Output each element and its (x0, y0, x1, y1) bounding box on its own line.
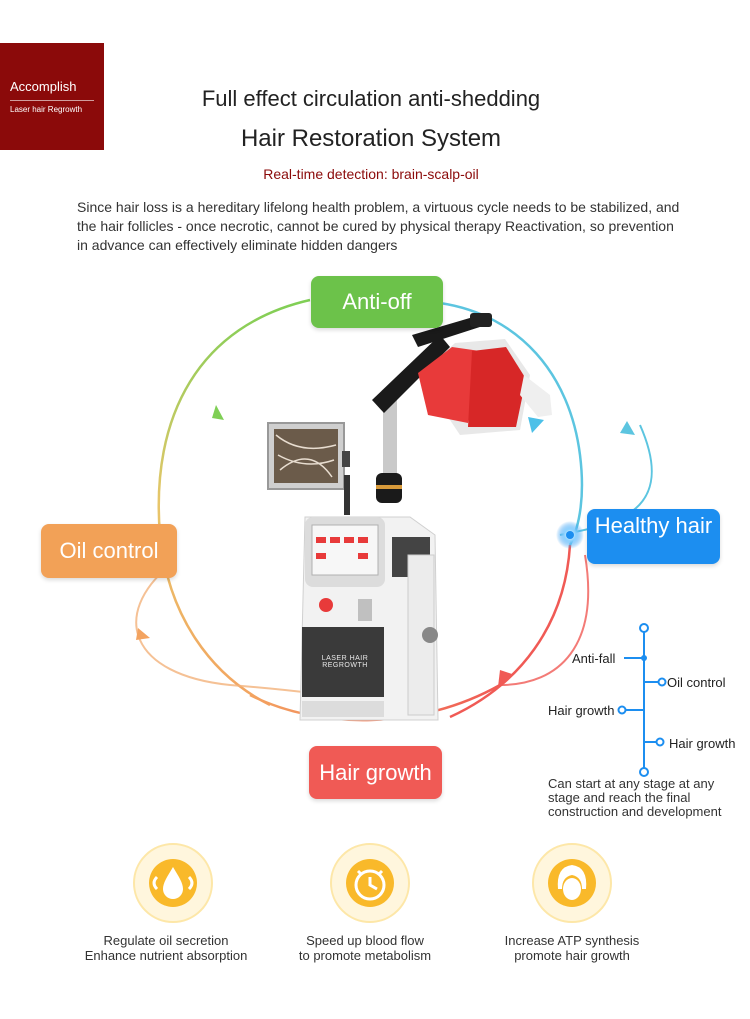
device-arm-upper (412, 315, 486, 347)
timeline-axis (617, 623, 667, 777)
timeline-item-4: Hair growth (669, 736, 736, 751)
brand-badge: Accomplish Laser hair Regrowth (0, 43, 104, 150)
arrow-left-icon (212, 405, 224, 420)
feature-text-1: Regulate oil secretion Enhance nutrient … (66, 933, 266, 963)
cycle-arcs (135, 298, 653, 722)
arrow-blue-icon (528, 417, 544, 433)
arc-right-lower (449, 544, 572, 719)
feature-3-line2: promote hair growth (514, 948, 630, 963)
intro-paragraph: Since hair loss is a hereditary lifelong… (77, 199, 680, 253)
timeline-item-1: Anti-fall (572, 651, 616, 666)
feature-2-line1: Speed up blood flow (306, 933, 424, 948)
brand-name: Accomplish (10, 79, 77, 94)
timeline-note: Can start at any stage at any stage and … (548, 776, 722, 819)
cycle-diagram: LASER HAIR REGROWTH (0, 255, 750, 815)
feature-text-3: Increase ATP synthesis promote hair grow… (472, 933, 672, 963)
feature-3-line1: Increase ATP synthesis (504, 933, 640, 948)
device-screen (311, 524, 379, 576)
page-title-line1: Full effect circulation anti-shedding (201, 86, 541, 111)
timeline-item-3: Hair growth (548, 703, 615, 718)
stage-healthy-hair-badge: Healthy hair (587, 509, 720, 564)
arrow-blue-outer-icon (620, 421, 635, 435)
device-helmet-panel-left (418, 347, 480, 423)
stage-oil-control-badge: Oil control (41, 524, 177, 578)
arc-bottom-right-outer (499, 554, 590, 686)
page-subtitle: Real-time detection: brain-scalp-oil (263, 166, 479, 182)
brand-tagline: Laser hair Regrowth (10, 105, 83, 114)
brand-divider (10, 100, 94, 101)
device-lower-panel (302, 627, 384, 697)
feature-2-line2: to promote metabolism (298, 948, 432, 963)
arc-top-right (439, 301, 584, 546)
arc-left (157, 298, 311, 707)
feature-1-line2: Enhance nutrient absorption (84, 948, 248, 963)
feature-1-line1: Regulate oil secretion (103, 933, 229, 948)
clock-icon (330, 843, 410, 923)
feature-text-2: Speed up blood flow to promote metabolis… (265, 933, 465, 963)
stage-anti-off-badge: Anti-off (311, 276, 443, 328)
stage-hair-growth-badge: Hair growth (309, 746, 442, 799)
timeline-item-2: Oil control (667, 675, 726, 690)
oil-drop-icon (133, 843, 213, 923)
device-helmet-panel-right (468, 347, 526, 427)
device-arm-lower (372, 335, 450, 413)
device-pole (383, 395, 397, 490)
hair-head-icon (532, 843, 612, 923)
page-title-line2: Hair Restoration System (240, 125, 502, 152)
arrow-red-icon (498, 670, 512, 687)
device-panel-label: LASER HAIR REGROWTH (321, 655, 369, 669)
arrow-orange-icon (136, 628, 150, 640)
